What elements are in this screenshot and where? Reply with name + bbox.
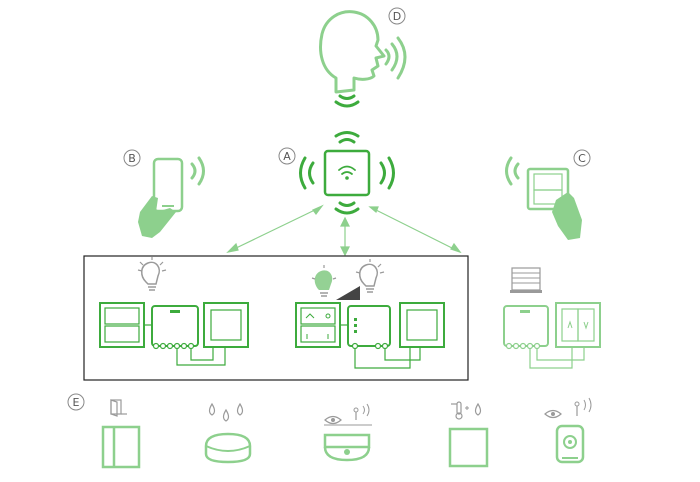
eye-camera-icon [544,397,592,419]
eye-motion-icon [324,403,372,426]
dimmer-lightbulb-icon [311,259,385,300]
switch-module-group [99,257,249,366]
label-a: A [278,147,296,165]
blind-wiring [529,347,585,369]
door-icon [110,399,127,417]
label-b: B [123,149,141,167]
label-d: D [388,7,406,25]
svg-text:D: D [393,10,401,23]
switch-wiring [144,324,226,366]
dimmer-actuator [347,305,391,350]
lightbulb-icon [137,257,167,291]
sound-wave-2 [390,42,399,72]
blind-push-button [555,302,601,348]
label-c: C [573,149,591,167]
switch-actuator [151,305,199,350]
voice-assistant [319,10,407,108]
svg-text:B: B [128,152,136,165]
svg-text:C: C [578,152,586,165]
svg-text:A: A [283,150,291,163]
door-sensor [101,399,141,469]
blind-actuator [503,305,549,350]
water-drops-icon [208,402,244,422]
connection-arrows [226,204,462,257]
label-e: E [67,393,85,411]
water-sensor [204,402,252,464]
dimmer-wiring [340,324,421,369]
single-push-button [203,302,249,348]
wifi-hub-icon [323,149,371,197]
voice-signal-2 [334,100,360,108]
sound-wave-3 [396,36,407,80]
svg-text:E: E [73,396,80,409]
hub [299,131,395,215]
voice-signal-1 [338,94,356,100]
double-push-button [99,302,145,348]
wired-modules-frame [83,255,469,381]
wall-remote-in-hand-icon [505,156,582,240]
speaking-head-icon [319,10,386,94]
dimmer-single-button [399,302,445,348]
camera-sensor [544,397,592,464]
dimmer-module-group [295,259,445,369]
blind-icon [510,267,542,293]
temperature-humidity-sensor [448,401,489,468]
blind-module-group [503,267,601,369]
smartphone-in-hand-icon [138,156,205,238]
dimmer-push-button [295,302,341,348]
ceiling-motion-sensor [323,403,372,462]
sound-wave-1 [384,48,391,66]
thermometer-drop-icon [451,401,482,420]
